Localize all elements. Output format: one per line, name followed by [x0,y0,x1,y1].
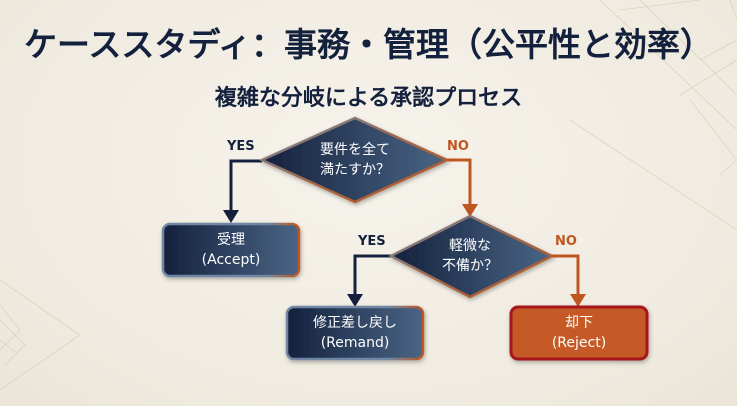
accept-label-ja: 受理 [217,232,245,248]
edge-label-d1-no: NO [447,139,469,154]
remand-label-en: (Remand) [320,335,390,351]
edge-label-d2-yes: YES [358,234,386,249]
decision-diamond-1 [258,116,451,204]
edge-label-d1-yes: YES [227,139,255,154]
outcome-box-accept [161,222,301,278]
accept-label-en: (Accept) [201,252,261,268]
remand-label-ja: 修正差し戻し [313,315,397,331]
arrowhead-icon [462,204,478,217]
reject-label-ja: 却下 [565,315,593,331]
edge-label-d2-no: NO [555,234,577,249]
slide-subtitle: 複雑な分岐による承認プロセス [214,86,523,111]
connector-d1-yes [223,159,262,223]
outcome-text-accept: 受理 (Accept) [163,224,299,276]
decision-text-2: 軽微な 不備か？ [410,234,530,278]
arrowhead-icon [570,294,586,307]
decision-text-1: 要件を全て 満たすか？ [295,138,415,182]
outcome-box-remand [285,305,425,361]
slide-title: ケーススタディ：事務・管理（公平性と効率） [23,25,714,64]
outcome-text-reject: 却下 (Reject) [511,307,647,359]
decision-1-line2: 満たすか？ [320,162,390,178]
connector-d1-no [447,158,478,217]
arrowhead-icon [223,210,239,223]
connector-d2-no [552,254,586,307]
decision-2-line2: 不備か？ [442,258,498,274]
outcome-text-remand: 修正差し戻し (Remand) [287,307,423,359]
outcome-box-reject [509,305,649,361]
decision-2-line1: 軽微な [449,238,491,254]
decision-1-line1: 要件を全て [320,142,390,158]
reject-label-en: (Reject) [551,335,607,351]
connector-d2-yes [347,254,392,307]
arrowhead-icon [347,294,363,307]
decision-diamond-2 [388,214,555,299]
